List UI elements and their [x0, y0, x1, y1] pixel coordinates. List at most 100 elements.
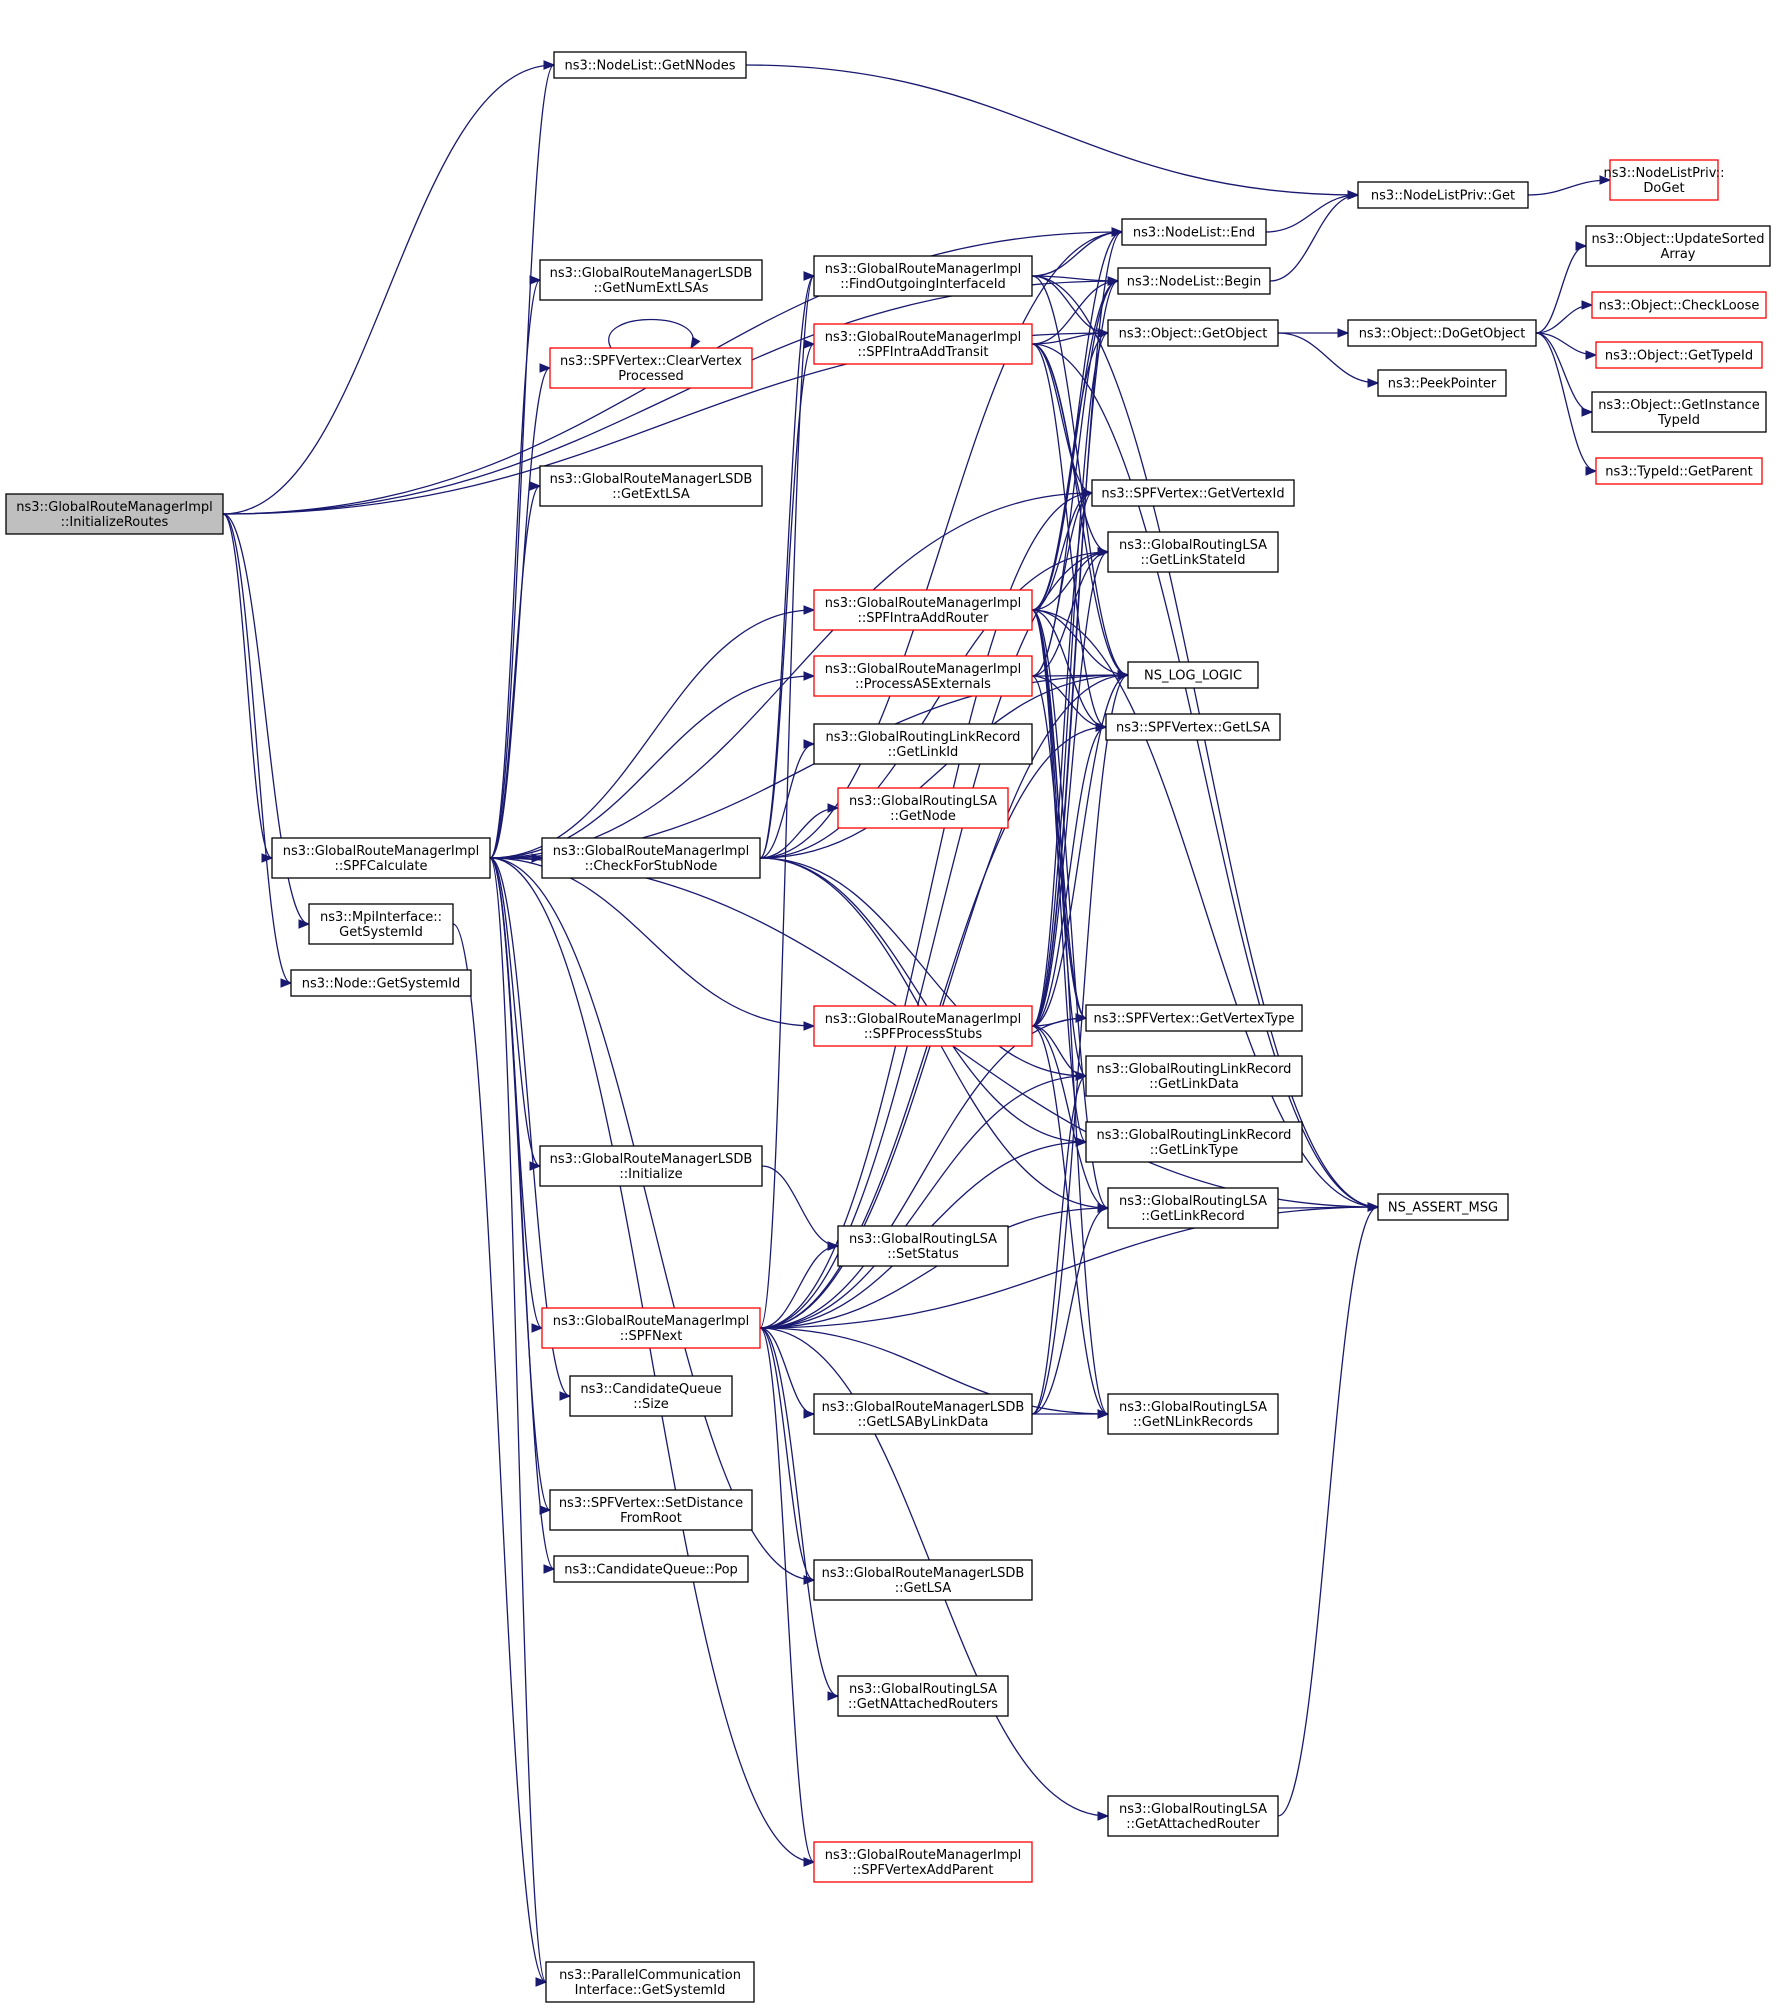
node-lsa-get-link-state-id[interactable]: ns3::GlobalRoutingLSA::GetLinkStateId	[1107, 531, 1279, 573]
node-label: ::SPFProcessStubs	[864, 1027, 982, 1042]
node-get-vertex-id[interactable]: ns3::SPFVertex::GetVertexId	[1091, 479, 1295, 507]
node-label: ns3::Object::CheckLoose	[1599, 299, 1760, 314]
node-label: ns3::NodeList::GetNNodes	[564, 59, 735, 74]
node-label: ns3::CandidateQueue	[580, 1382, 721, 1397]
call-edges	[222, 60, 1612, 1987]
node-label: ns3::GlobalRoutingLSA	[1119, 1194, 1267, 1209]
node-label: ns3::CandidateQueue::Pop	[564, 1563, 738, 1578]
node-label: ns3::SPFVertex::SetDistance	[559, 1496, 743, 1511]
node-label: ns3::GlobalRoutingLSA	[849, 1232, 997, 1247]
call-edge	[1277, 1202, 1380, 1817]
node-get-num-ext-l-s-as[interactable]: ns3::GlobalRouteManagerLSDB::GetNumExtLS…	[539, 259, 763, 301]
node-find-outgoing-interface-id[interactable]: ns3::GlobalRouteManagerImpl::FindOutgoin…	[813, 255, 1033, 297]
node-label: ns3::GlobalRoutingLinkRecord	[826, 730, 1021, 745]
node-vertex-get-l-s-a[interactable]: ns3::SPFVertex::GetLSA	[1105, 713, 1281, 741]
node-lsdb-initialize[interactable]: ns3::GlobalRouteManagerLSDB::Initialize	[539, 1145, 763, 1187]
node-get-n-attached-routers[interactable]: ns3::GlobalRoutingLSA::GetNAttachedRoute…	[837, 1675, 1009, 1717]
node-parallel-get-system-id[interactable]: ns3::ParallelCommunicationInterface::Get…	[545, 1961, 755, 2003]
node-get-l-s-a-by-link-data[interactable]: ns3::GlobalRouteManagerLSDB::GetLSAByLin…	[813, 1393, 1033, 1435]
node-mpi-get-system-id[interactable]: ns3::MpiInterface::GetSystemId	[308, 903, 454, 945]
call-edge	[1031, 1203, 1110, 1415]
node-spf-next[interactable]: ns3::GlobalRouteManagerImpl::SPFNext	[541, 1307, 761, 1349]
node-label: ns3::PeekPointer	[1388, 377, 1497, 392]
node-type-id-get-parent[interactable]: ns3::TypeId::GetParent	[1595, 457, 1763, 485]
call-edge	[489, 605, 816, 859]
node-lsa-get-n-link-records[interactable]: ns3::GlobalRoutingLSA::GetNLinkRecords	[1107, 1393, 1279, 1435]
node-label: ::GetLinkId	[888, 745, 959, 760]
node-initialize-routes[interactable]: ns3::GlobalRouteManagerImpl::InitializeR…	[5, 493, 224, 535]
call-edge	[759, 1013, 1088, 1329]
node-label: ns3::SPFVertex::ClearVertex	[560, 354, 742, 369]
node-lsa-get-node[interactable]: ns3::GlobalRoutingLSA::GetNode	[837, 787, 1009, 829]
call-edge	[489, 857, 816, 1031]
node-get-vertex-type[interactable]: ns3::SPFVertex::GetVertexType	[1085, 1004, 1303, 1032]
node-peek-pointer[interactable]: ns3::PeekPointer	[1377, 369, 1507, 397]
node-link-record-get-link-type[interactable]: ns3::GlobalRoutingLinkRecord::GetLinkTyp…	[1085, 1121, 1303, 1163]
call-edge	[222, 513, 293, 988]
node-spf-process-stubs[interactable]: ns3::GlobalRouteManagerImpl::SPFProcessS…	[813, 1005, 1033, 1047]
node-label: ::GetLinkRecord	[1141, 1209, 1244, 1224]
node-node-list-priv-do-get[interactable]: ns3::NodeListPriv::DoGet	[1603, 159, 1725, 201]
call-edge	[489, 275, 542, 859]
call-edge	[222, 60, 556, 515]
node-label: ::FindOutgoingInterfaceId	[840, 277, 1006, 292]
call-edge	[759, 1241, 840, 1329]
node-label: ns3::GlobalRouteManagerImpl	[825, 1012, 1022, 1027]
node-node-get-system-id[interactable]: ns3::Node::GetSystemId	[290, 969, 472, 997]
call-edge	[759, 1327, 816, 1867]
node-lsa-get-attached-router[interactable]: ns3::GlobalRoutingLSA::GetAttachedRouter	[1107, 1795, 1279, 1837]
node-label: ::GetLinkType	[1150, 1143, 1238, 1158]
node-label: ns3::GlobalRouteManagerImpl	[825, 330, 1022, 345]
node-get-type-id[interactable]: ns3::Object::GetTypeId	[1595, 341, 1763, 369]
node-cq-pop[interactable]: ns3::CandidateQueue::Pop	[553, 1555, 749, 1583]
node-spf-intra-add-router[interactable]: ns3::GlobalRouteManagerImpl::SPFIntraAdd…	[813, 589, 1033, 631]
node-process-a-s-externals[interactable]: ns3::GlobalRouteManagerImpl::ProcessASEx…	[813, 655, 1033, 697]
node-spf-calculate[interactable]: ns3::GlobalRouteManagerImpl::SPFCalculat…	[271, 837, 491, 879]
call-edge	[608, 318, 701, 350]
node-spf-intra-add-transit[interactable]: ns3::GlobalRouteManagerImpl::SPFIntraAdd…	[813, 323, 1033, 365]
node-label: ns3::GlobalRouteManagerImpl	[553, 1314, 750, 1329]
node-link-record-get-link-data[interactable]: ns3::GlobalRoutingLinkRecord::GetLinkDat…	[1085, 1055, 1303, 1097]
node-link-record-get-link-id[interactable]: ns3::GlobalRoutingLinkRecord::GetLinkId	[813, 723, 1033, 765]
node-ns-assert-msg[interactable]: NS_ASSERT_MSG	[1377, 1193, 1509, 1221]
call-edge	[1265, 190, 1360, 233]
node-object-get-object[interactable]: ns3::Object::GetObject	[1107, 319, 1279, 347]
node-node-list-priv-get[interactable]: ns3::NodeListPriv::Get	[1357, 181, 1529, 209]
node-label: ::Initialize	[619, 1167, 682, 1182]
call-edge	[489, 857, 556, 1574]
node-check-loose[interactable]: ns3::Object::CheckLoose	[1591, 291, 1767, 319]
call-edge	[489, 481, 542, 859]
node-cq-size[interactable]: ns3::CandidateQueue::Size	[569, 1375, 733, 1417]
node-get-ext-l-s-a[interactable]: ns3::GlobalRouteManagerLSDB::GetExtLSA	[539, 465, 763, 507]
node-lsa-get-link-record[interactable]: ns3::GlobalRoutingLSA::GetLinkRecord	[1107, 1187, 1279, 1229]
node-node-list-begin[interactable]: ns3::NodeList::Begin	[1117, 267, 1271, 295]
node-label: ns3::GlobalRouteManagerLSDB	[550, 472, 753, 487]
node-label: ns3::Object::GetObject	[1119, 327, 1268, 342]
node-label: Processed	[618, 369, 684, 384]
call-edge	[222, 513, 311, 929]
node-label: ::ProcessASExternals	[855, 677, 991, 692]
node-label: ns3::GlobalRouteManagerLSDB	[550, 266, 753, 281]
node-label: ns3::Object::DoGetObject	[1359, 327, 1526, 342]
call-edge	[452, 923, 548, 1987]
node-check-for-stub-node[interactable]: ns3::GlobalRouteManagerImpl::CheckForStu…	[541, 837, 761, 879]
node-ns-log-logic[interactable]: NS_LOG_LOGIC	[1127, 661, 1259, 689]
node-lsa-set-status[interactable]: ns3::GlobalRoutingLSA::SetStatus	[837, 1225, 1009, 1267]
call-edge	[759, 547, 1110, 1329]
call-edge	[222, 513, 274, 863]
node-label: NS_LOG_LOGIC	[1144, 669, 1242, 684]
node-label: ns3::GlobalRoutingLSA	[1119, 538, 1267, 553]
node-lsdb-get-l-s-a[interactable]: ns3::GlobalRouteManagerLSDB::GetLSA	[813, 1559, 1033, 1601]
node-node-list-end[interactable]: ns3::NodeList::End	[1121, 218, 1267, 246]
node-label: ::GetExtLSA	[612, 487, 690, 502]
node-get-n-nodes[interactable]: ns3::NodeList::GetNNodes	[553, 51, 747, 79]
node-label: ns3::GlobalRouteManagerImpl	[825, 1848, 1022, 1863]
call-edge	[1031, 343, 1108, 732]
node-spf-vertex-add-parent[interactable]: ns3::GlobalRouteManagerImpl::SPFVertexAd…	[813, 1841, 1033, 1883]
node-do-get-object[interactable]: ns3::Object::DoGetObject	[1347, 319, 1537, 347]
